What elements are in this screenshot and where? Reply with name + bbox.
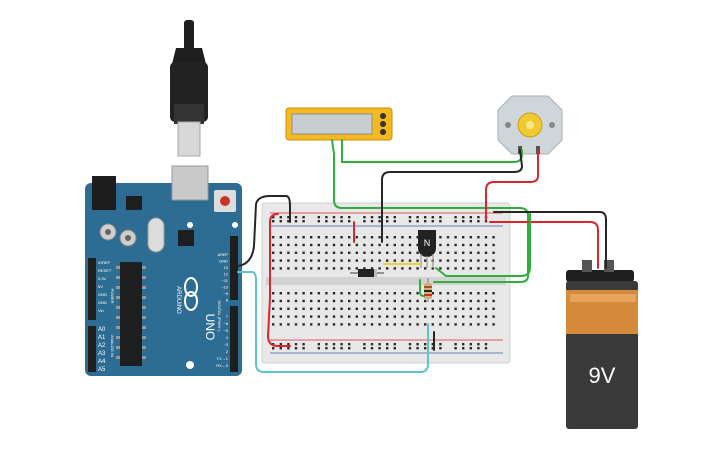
digital-pin-label: RX←0 xyxy=(216,363,229,368)
power-pin-labels: IOREF RESET 3.3V 5V GND GND Vin xyxy=(98,260,112,313)
digital-pin-label: 4 xyxy=(226,335,229,340)
power-pin-label: IOREF xyxy=(98,260,111,265)
wire-signal-pin12[interactable] xyxy=(237,271,429,373)
dc-motor[interactable] xyxy=(497,95,563,155)
digital-pin-labels: 7 ~6 ~5 4 ~3 2TX→1RX←0 xyxy=(216,314,229,368)
power-pin-label: GND xyxy=(98,292,107,297)
top-pin-label: 13 xyxy=(224,265,229,270)
top-pin-label: GND xyxy=(219,259,228,264)
power-pin-label: 5V xyxy=(98,284,103,289)
digital-pin-label: ~6 xyxy=(223,321,228,326)
wire-motor-pos[interactable] xyxy=(485,149,539,221)
top-pin-label: 12 xyxy=(224,272,229,277)
digital-pin-label: ~5 xyxy=(223,328,228,333)
diode[interactable] xyxy=(350,269,384,277)
power-header xyxy=(88,258,96,320)
top-pin-label: ~11 xyxy=(222,278,229,283)
battery-positive-terminal xyxy=(604,260,614,272)
wire-motor-neg[interactable] xyxy=(381,149,523,243)
npn-transistor[interactable]: N xyxy=(418,230,436,268)
digital-label: DIGITAL (PWM~) xyxy=(217,301,222,333)
top-pin-label: ~10 xyxy=(221,285,229,290)
digital-header-high xyxy=(230,236,238,300)
arduino-logo xyxy=(184,277,198,311)
multimeter[interactable] xyxy=(285,107,393,141)
digital-pin-label: TX→1 xyxy=(217,356,229,361)
power-jack xyxy=(92,176,116,210)
power-pin-label: GND xyxy=(98,300,107,305)
transistor-label: N xyxy=(424,238,431,248)
analog-pin-label: A1 xyxy=(98,335,106,341)
wire-multimeter-green[interactable] xyxy=(331,139,529,283)
digital-header-low xyxy=(230,306,238,372)
top-pin-label: 8 xyxy=(226,298,229,303)
power-pin-label: Vin xyxy=(98,308,104,313)
wire-battery-pos[interactable] xyxy=(489,221,599,269)
9v-battery[interactable]: 9V xyxy=(566,260,638,429)
usb-cable[interactable] xyxy=(170,20,208,157)
power-pin-label: 3.3V xyxy=(98,276,107,281)
analog-header xyxy=(88,326,96,372)
atmega-chip xyxy=(120,262,142,366)
model-label: UNO xyxy=(203,314,217,341)
multimeter-display xyxy=(291,113,373,135)
digital-pin-label: 7 xyxy=(226,314,229,319)
power-label: POWER xyxy=(110,288,115,303)
battery-label: 9V xyxy=(589,363,616,388)
breadboard[interactable] xyxy=(261,202,511,364)
wires xyxy=(237,139,607,373)
top-pin-label: ~9 xyxy=(223,291,228,296)
power-pin-label: RESET xyxy=(98,268,112,273)
analog-label: ANALOG IN xyxy=(110,335,115,357)
wire-battery-neg[interactable] xyxy=(493,211,607,269)
brand-label: ARDUINO xyxy=(175,286,181,314)
wire-gnd-arduino[interactable] xyxy=(237,195,291,267)
top-pin-label: AREF xyxy=(217,252,228,257)
analog-pin-label: A4 xyxy=(98,359,106,365)
battery-negative-terminal xyxy=(582,260,592,272)
digital-pin-label: ~3 xyxy=(223,342,228,347)
resistor[interactable] xyxy=(424,278,432,302)
wire-5v[interactable] xyxy=(267,237,291,347)
usb-port xyxy=(171,165,209,201)
analog-pin-label: A2 xyxy=(98,343,106,349)
analog-pin-label: A5 xyxy=(98,367,106,373)
digital-pin-label: 2 xyxy=(226,349,229,354)
mode-knob[interactable] xyxy=(380,113,386,119)
analog-pin-label: A0 xyxy=(98,327,106,333)
analog-pin-label: A3 xyxy=(98,351,106,357)
arduino-uno-board[interactable]: ARDUINO UNO POWER ANALOG IN DIGITAL (PWM… xyxy=(85,165,242,376)
